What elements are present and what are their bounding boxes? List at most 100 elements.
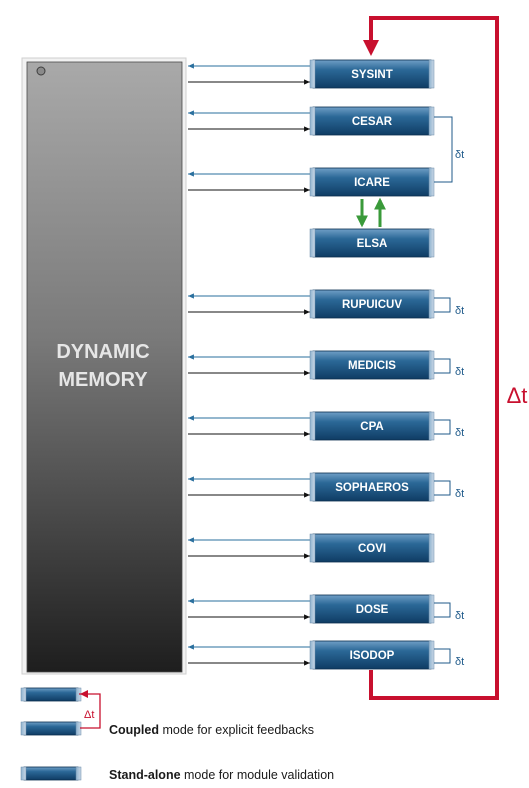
module-isodop: ISODOP (309, 640, 435, 670)
delta-t-cesar-icare: δt (455, 149, 464, 161)
module-label-sophaeros: SOPHAEROS (335, 482, 409, 494)
module-isodop-right-cap (428, 640, 435, 670)
legend-coupled-text: Coupled mode for explicit feedbacks (109, 723, 314, 737)
memory-rivet-icon (36, 66, 46, 76)
module-covi-left-cap (309, 533, 316, 563)
module-label-sysint: SYSINT (351, 69, 393, 81)
module-cesar-body (312, 106, 432, 136)
delta-t-dose: δt (455, 610, 464, 622)
module-isodop-body (312, 640, 432, 670)
module-sysint: SYSINT (309, 59, 435, 89)
legend-coupled-bold: Coupled (109, 723, 159, 737)
module-icare: ICARE (309, 167, 435, 197)
legend-bar-3-shape-left-cap (20, 766, 27, 781)
legend-coupled-arrowhead-icon (80, 690, 88, 698)
module-cpa-right-cap (428, 411, 435, 441)
module-label-dose: DOSE (356, 604, 389, 616)
legend-bar-1-shape (20, 687, 82, 702)
module-cesar-right-cap (428, 106, 435, 136)
dynamic-memory-block: DYNAMIC MEMORY (21, 57, 187, 675)
module-layer: SYSINT CESAR ICARE ELSA RUPUICUV MEDICIS CPA SO… (309, 59, 435, 670)
module-label-icare: ICARE (354, 177, 390, 189)
module-cpa: CPA (309, 411, 435, 441)
module-elsa-right-cap (428, 228, 435, 258)
legend-bar-1-shape-body (23, 687, 79, 702)
module-medicis: MEDICIS (309, 350, 435, 380)
legend-coupled-loop (79, 693, 101, 729)
global-loop-arrowhead-icon (363, 40, 379, 56)
global-delta-t-label: Δt (507, 383, 528, 408)
module-elsa: ELSA (309, 228, 435, 258)
module-elsa-left-cap (309, 228, 316, 258)
legend: Δt (20, 687, 101, 781)
legend-bar-3-shape (20, 766, 82, 781)
cesar-icare-coupling-loop (434, 116, 453, 183)
legend-module-bar-standalone (20, 766, 82, 781)
module-label-isodop: ISODOP (350, 650, 395, 662)
module-dose: DOSE (309, 594, 435, 624)
self-loop-medicis (434, 358, 451, 374)
module-cesar: CESAR (309, 106, 435, 136)
module-sophaeros: SOPHAEROS (309, 472, 435, 502)
legend-standalone-rest: mode for module validation (180, 768, 335, 782)
module-medicis-right-cap (428, 350, 435, 380)
legend-bar-2-shape (20, 721, 82, 736)
legend-module-bar-coupled-a (20, 687, 82, 702)
global-loop-line (369, 16, 499, 700)
self-loop-cpa (434, 419, 451, 435)
module-dose-left-cap (309, 594, 316, 624)
module-cesar-left-cap (309, 106, 316, 136)
delta-t-isodop: δt (455, 656, 464, 668)
memory-connectors (188, 63, 311, 666)
module-label-rupuicuv: RUPUICUV (342, 299, 402, 311)
module-sysint-right-cap (428, 59, 435, 89)
module-cpa-body (312, 411, 432, 441)
feedback-loops: δt δt δt δt δt δt δt (356, 116, 464, 668)
module-covi: COVI (309, 533, 435, 563)
self-loop-isodop (434, 648, 451, 664)
module-label-cpa: CPA (360, 421, 383, 433)
module-isodop-left-cap (309, 640, 316, 670)
module-sophaeros-right-cap (428, 472, 435, 502)
module-sophaeros-body (312, 472, 432, 502)
module-medicis-left-cap (309, 350, 316, 380)
delta-t-sophaeros: δt (455, 488, 464, 500)
memory-label-line1: DYNAMIC (56, 341, 149, 363)
module-covi-right-cap (428, 533, 435, 563)
module-icare-right-cap (428, 167, 435, 197)
module-dose-body (312, 594, 432, 624)
module-rupuicuv: RUPUICUV (309, 289, 435, 319)
legend-coupled-rest: mode for explicit feedbacks (159, 723, 314, 737)
module-label-medicis: MEDICIS (348, 360, 396, 372)
module-covi-body (312, 533, 432, 563)
module-label-covi: COVI (358, 543, 386, 555)
module-rupuicuv-left-cap (309, 289, 316, 319)
self-loop-dose (434, 602, 451, 618)
legend-bar-3-shape-body (23, 766, 79, 781)
legend-delta-t-label: Δt (84, 709, 94, 721)
legend-standalone-text: Stand-alone mode for module validation (109, 768, 334, 782)
self-loop-rupuicuv (434, 297, 451, 313)
module-label-elsa: ELSA (357, 238, 388, 250)
legend-bar-2-shape-left-cap (20, 721, 27, 736)
module-cpa-left-cap (309, 411, 316, 441)
module-sophaeros-left-cap (309, 472, 316, 502)
module-sysint-left-cap (309, 59, 316, 89)
legend-module-bar-coupled-b (20, 721, 82, 736)
module-label-cesar: CESAR (352, 116, 393, 128)
legend-bar-3-shape-right-cap (75, 766, 82, 781)
module-sysint-body (312, 59, 432, 89)
delta-t-medicis: δt (455, 366, 464, 378)
legend-bar-1-shape-left-cap (20, 687, 27, 702)
module-dose-right-cap (428, 594, 435, 624)
legend-bar-2-shape-body (23, 721, 79, 736)
module-icare-left-cap (309, 167, 316, 197)
module-rupuicuv-right-cap (428, 289, 435, 319)
delta-t-rupuicuv: δt (455, 305, 464, 317)
global-time-loop: Δt (363, 16, 528, 700)
delta-t-cpa: δt (455, 427, 464, 439)
memory-label-line2: MEMORY (58, 369, 148, 391)
legend-standalone-bold: Stand-alone (109, 768, 181, 782)
self-loop-sophaeros (434, 480, 451, 496)
